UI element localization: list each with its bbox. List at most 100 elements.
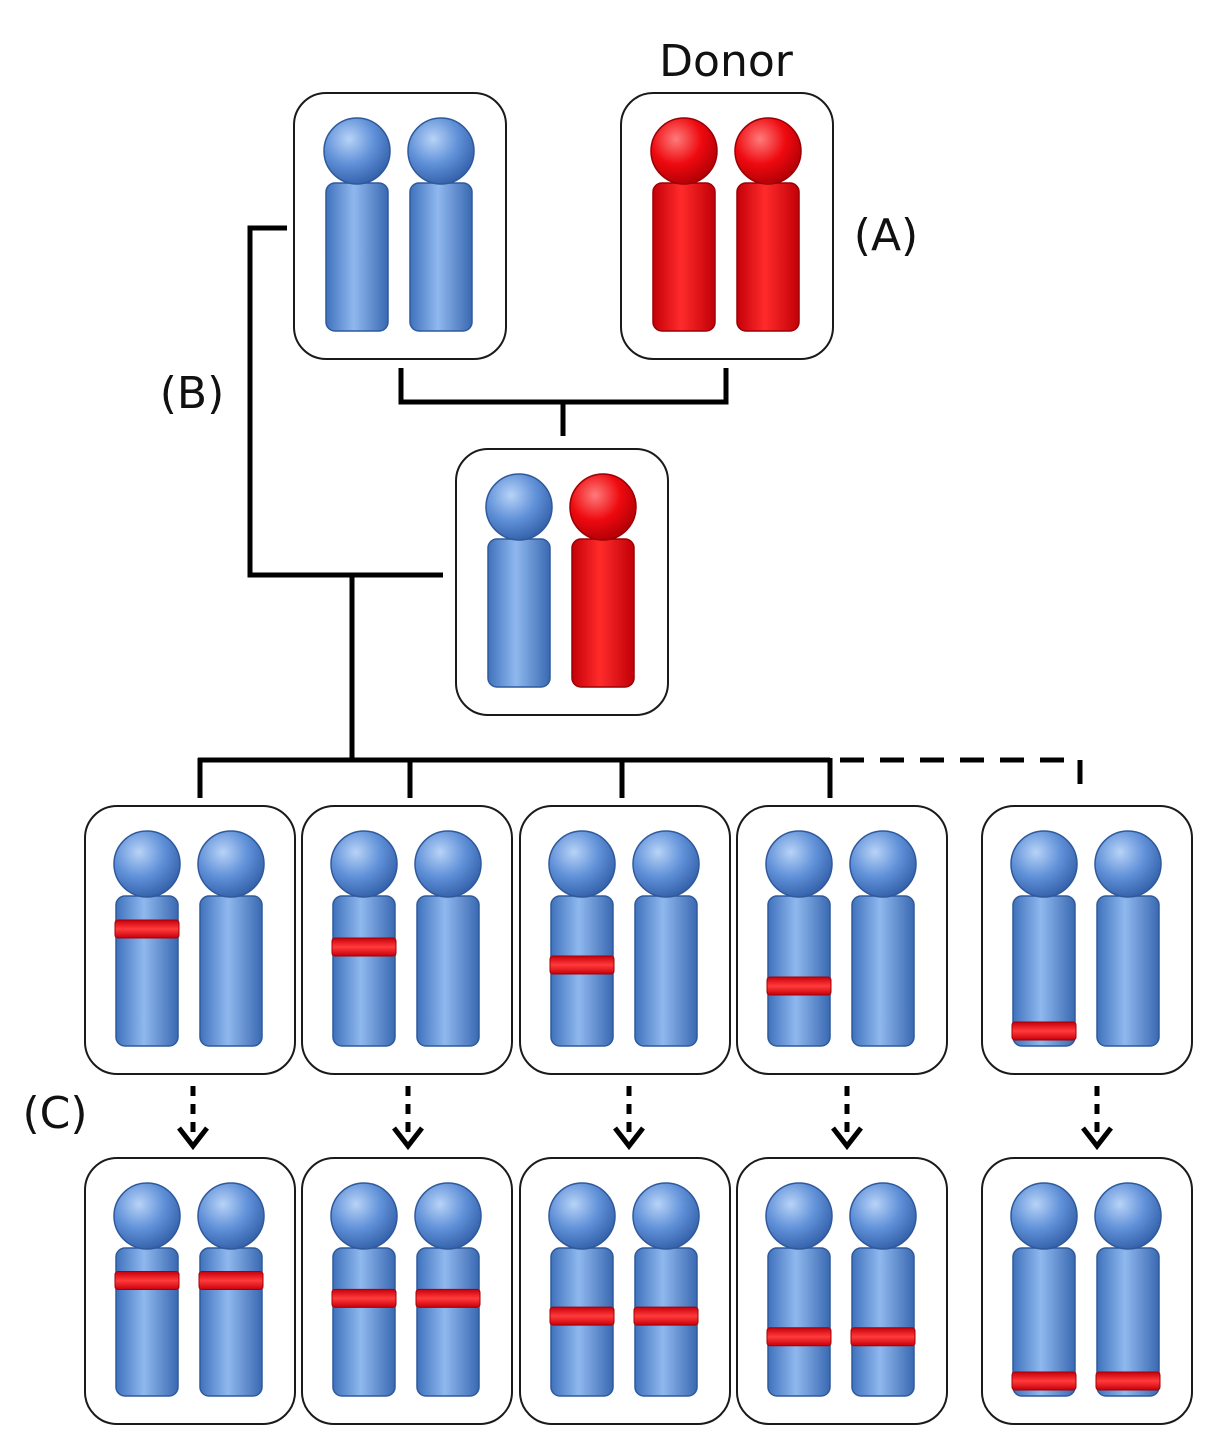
chromosome-right: [632, 1182, 700, 1397]
chromosome-left: [1010, 1182, 1078, 1397]
arrow-head: [392, 1126, 424, 1151]
chromosome-left: [650, 117, 718, 332]
centromere-head: [734, 117, 802, 185]
centromere-head: [197, 1182, 265, 1250]
introgressed-segment: [766, 1327, 832, 1347]
centromere-head: [632, 1182, 700, 1250]
arrow-head: [613, 1126, 645, 1151]
introgressed-segment: [633, 1306, 699, 1326]
chromosome-left: [330, 1182, 398, 1397]
step-a-label: (A): [854, 210, 918, 261]
introgressed-segment: [549, 955, 615, 975]
chromosome-arm: [115, 1247, 179, 1397]
chromosome-right: [1094, 830, 1162, 1047]
backcross-progeny-panel-5: [981, 805, 1193, 1075]
centromere-head: [485, 473, 553, 541]
chromosome-right: [414, 830, 482, 1047]
chromosome-arm: [416, 1247, 480, 1397]
centromere-head: [330, 830, 398, 898]
centromere-head: [1010, 1182, 1078, 1250]
centromere-head: [548, 1182, 616, 1250]
chromosome-arm: [571, 538, 635, 688]
centromere-head: [1094, 1182, 1162, 1250]
arrow-head: [177, 1126, 209, 1151]
centromere-head: [632, 830, 700, 898]
chromosome-arm: [416, 895, 480, 1047]
progeny-dashed-extension: [840, 757, 1083, 798]
chromosome-arm: [332, 1247, 396, 1397]
chromosome-arm: [736, 182, 800, 332]
centromere-head: [548, 830, 616, 898]
backcross-progeny-panel-3: [519, 805, 731, 1075]
step-b-label: (B): [160, 368, 225, 419]
centromere-head: [1094, 830, 1162, 898]
centromere-head: [323, 117, 391, 185]
step-c-label: (C): [22, 1088, 87, 1139]
donor-parent-panel: [620, 92, 834, 360]
selfed-progeny-panel-5: [981, 1157, 1193, 1425]
chromosome-left: [113, 1182, 181, 1397]
centromere-head: [197, 830, 265, 898]
chromosome-arm: [199, 1247, 263, 1397]
selfing-arrow-2: [392, 1086, 424, 1151]
chromosome-right: [849, 1182, 917, 1397]
chromosome-arm: [332, 895, 396, 1047]
chromosome-left: [548, 1182, 616, 1397]
introgressed-segment: [198, 1271, 264, 1291]
chromosome-right: [1094, 1182, 1162, 1397]
centromere-head: [414, 830, 482, 898]
backcross-line: [247, 225, 443, 578]
chromosome-arm: [851, 895, 915, 1047]
centromere-head: [650, 117, 718, 185]
backcross-progeny-panel-2: [301, 805, 513, 1075]
introgressed-segment: [549, 1306, 615, 1326]
backcross-progeny-panel-4: [736, 805, 948, 1075]
centromere-head: [765, 1182, 833, 1250]
chromosome-left: [330, 830, 398, 1047]
arrow-head: [831, 1126, 863, 1151]
chromosome-right: [849, 830, 917, 1047]
chromosome-right: [197, 1182, 265, 1397]
introgressed-segment: [114, 919, 180, 939]
centromere-head: [113, 1182, 181, 1250]
chromosome-arm: [634, 895, 698, 1047]
centromere-head: [849, 1182, 917, 1250]
chromosome-left: [548, 830, 616, 1047]
chromosome-arm: [767, 1247, 831, 1397]
selfing-arrow-1: [177, 1086, 209, 1151]
selfing-arrows: [177, 1086, 1113, 1151]
chromosome-left: [485, 473, 553, 688]
selfed-progeny-panel-2: [301, 1157, 513, 1425]
introgressed-segment: [1011, 1371, 1077, 1391]
selfed-progeny-panel-3: [519, 1157, 731, 1425]
centromere-head: [330, 1182, 398, 1250]
centromere-head: [765, 830, 833, 898]
selfing-arrow-4: [831, 1086, 863, 1151]
arrow-head: [1081, 1126, 1113, 1151]
centromere-head: [113, 830, 181, 898]
donor-label: Donor: [659, 36, 794, 87]
chromosome-arm: [1096, 895, 1160, 1047]
introgressed-segment: [850, 1327, 916, 1347]
chromosome-arm: [767, 895, 831, 1047]
chromosome-right: [407, 117, 475, 332]
selfed-progeny-panel-1: [84, 1157, 296, 1425]
chromosome-arm: [487, 538, 551, 688]
introgressed-segment: [331, 1288, 397, 1308]
chromosome-right: [632, 830, 700, 1047]
chromosome-arm: [115, 895, 179, 1047]
chromosome-right: [197, 830, 265, 1047]
centromere-head: [407, 117, 475, 185]
introgressed-segment: [1095, 1371, 1161, 1391]
panels: [84, 92, 1193, 1425]
recurrent-parent-panel: [293, 92, 507, 360]
chromosome-right: [734, 117, 802, 332]
chromosome-right: [569, 473, 637, 688]
f1-hybrid-panel: [455, 448, 669, 716]
introgressed-segment: [415, 1288, 481, 1308]
parents-cross-bracket: [398, 368, 729, 405]
centromere-head: [849, 830, 917, 898]
chromosome-arm: [199, 895, 263, 1047]
selfing-arrow-5: [1081, 1086, 1113, 1151]
